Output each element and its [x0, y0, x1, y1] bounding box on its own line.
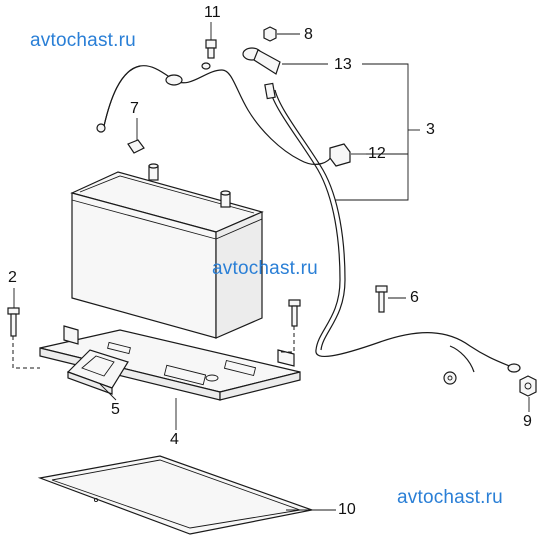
callout-3: 3	[426, 121, 435, 138]
callout-5: 5	[111, 401, 120, 418]
callout-7: 7	[130, 100, 139, 117]
tray-bolt-left	[7, 307, 20, 337]
terminal-clamp-13	[242, 47, 281, 75]
nut-8	[263, 26, 277, 42]
callout-4: 4	[170, 431, 179, 448]
battery	[70, 163, 264, 339]
battery-bracket	[66, 349, 129, 395]
positive-cable	[264, 82, 521, 385]
callout-2: 2	[8, 269, 17, 286]
battery-tray	[39, 325, 301, 401]
tray-bolt-right	[288, 299, 301, 327]
callout-6: 6	[410, 289, 419, 306]
clip-7	[127, 139, 145, 154]
callout-12: 12	[368, 145, 386, 162]
callout-11: 11	[204, 4, 221, 21]
watermark-bottom-right: avtochast.ru	[397, 487, 503, 508]
battery-terminal-negative	[148, 163, 159, 181]
battery-lower-plate	[37, 455, 315, 535]
callout-13: 13	[334, 56, 352, 73]
watermark-top-left: avtochast.ru	[30, 30, 136, 51]
nut-9	[519, 375, 537, 397]
watermark-center: avtochast.ru	[212, 258, 318, 279]
bolt-6	[375, 285, 388, 313]
battery-terminal-positive	[220, 190, 231, 208]
callout-9: 9	[523, 413, 532, 430]
terminal-cover-12	[329, 143, 351, 167]
callout-10: 10	[338, 501, 356, 518]
negative-cable	[96, 62, 331, 165]
callout-8: 8	[304, 26, 313, 43]
bolt-11	[205, 39, 217, 59]
